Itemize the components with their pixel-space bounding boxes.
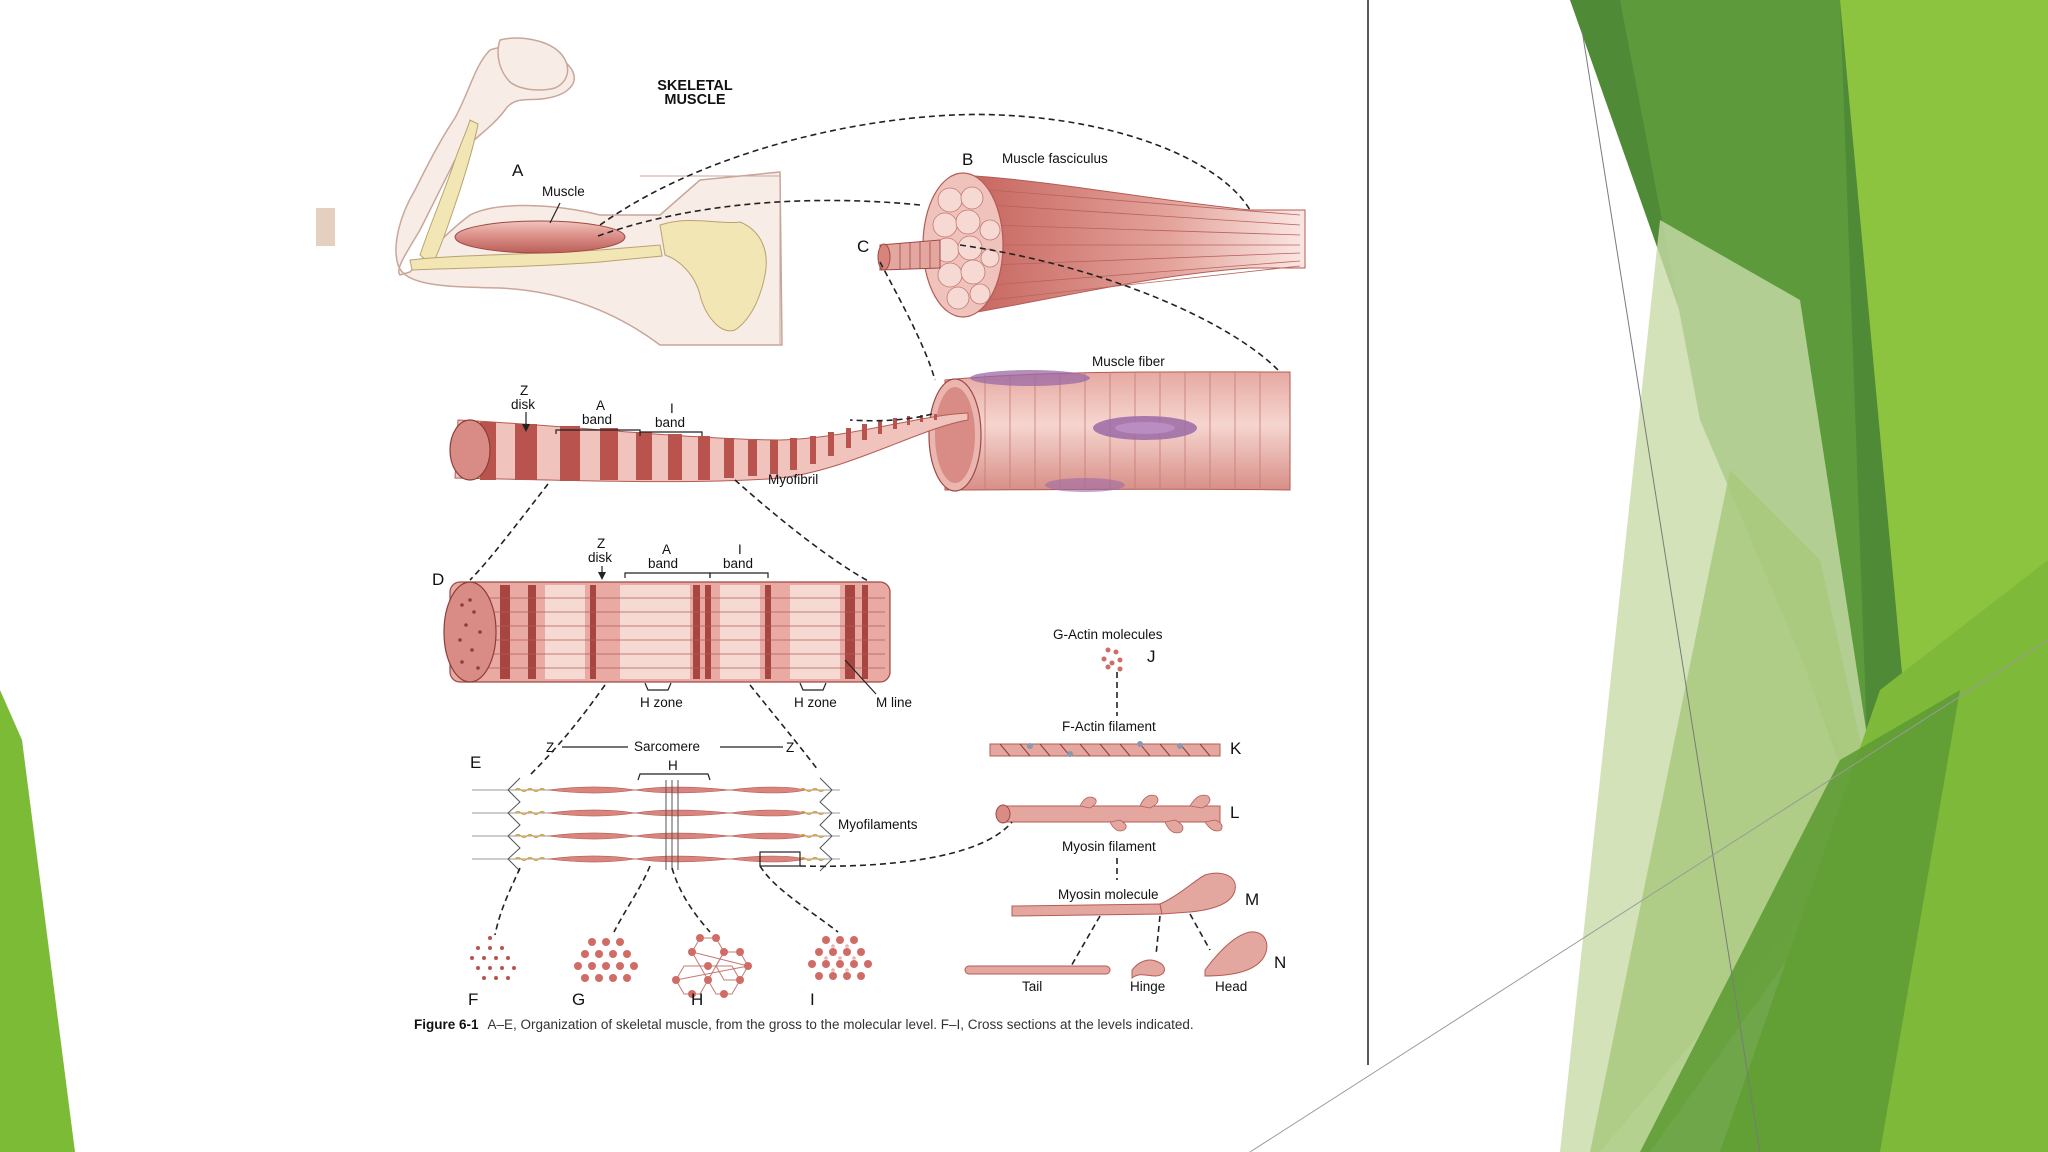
green-decoration-left bbox=[0, 690, 75, 1152]
letter-i: I bbox=[810, 990, 815, 1009]
letter-b: B bbox=[962, 150, 973, 169]
sarcomere-illustration bbox=[472, 777, 840, 872]
letter-d: D bbox=[432, 570, 444, 589]
letter-f: F bbox=[468, 990, 478, 1009]
segment-disk-label: disk bbox=[588, 550, 612, 565]
myosin-filament bbox=[995, 794, 1223, 834]
label-muscle: Muscle bbox=[542, 184, 585, 199]
figure-caption: Figure 6-1 A–E, Organization of skeletal… bbox=[414, 1017, 1194, 1032]
letter-m: M bbox=[1245, 890, 1259, 909]
cross-section-h bbox=[672, 934, 752, 998]
label-h-zone-1: H zone bbox=[640, 695, 683, 710]
letter-n: N bbox=[1274, 953, 1286, 972]
myofibril-z-label: Z bbox=[520, 383, 528, 398]
segment-a-label: A bbox=[662, 542, 671, 557]
letter-g: G bbox=[572, 990, 585, 1009]
cross-sections bbox=[470, 934, 872, 998]
muscle-fiber-illustration bbox=[928, 370, 1291, 492]
label-myofibril: Myofibril bbox=[768, 472, 818, 487]
label-myofilaments: Myofilaments bbox=[838, 817, 918, 832]
g-actin-molecules bbox=[1101, 647, 1123, 672]
label-g-actin: G-Actin molecules bbox=[1053, 627, 1163, 642]
cross-section-i bbox=[808, 936, 872, 980]
letter-e: E bbox=[470, 753, 481, 772]
myofibril-i-label: I bbox=[670, 401, 674, 416]
letter-h: H bbox=[691, 990, 703, 1009]
green-decoration-right bbox=[1249, 0, 2048, 1152]
myosin-molecule bbox=[1011, 872, 1236, 917]
figure-title-line1: SKELETAL bbox=[657, 78, 733, 94]
label-tail: Tail bbox=[1022, 979, 1042, 994]
label-h: H bbox=[668, 758, 678, 773]
label-muscle-fasciculus: Muscle fasciculus bbox=[1002, 151, 1108, 166]
letter-k: K bbox=[1230, 739, 1242, 758]
myofibril-segment-d bbox=[443, 581, 891, 683]
myofibril-a-label: A bbox=[596, 398, 605, 413]
myosin-tail bbox=[964, 965, 1111, 975]
segment-i-label: I bbox=[738, 542, 742, 557]
f-actin-filament bbox=[989, 741, 1221, 757]
label-muscle-fiber: Muscle fiber bbox=[1092, 354, 1165, 369]
letter-a: A bbox=[512, 161, 524, 180]
myofibril-i-band-label: band bbox=[655, 415, 685, 430]
figure-caption-text: A–E, Organization of skeletal muscle, fr… bbox=[488, 1017, 1194, 1032]
segment-z-label: Z bbox=[597, 536, 605, 551]
marker-block bbox=[316, 208, 335, 246]
letter-c: C bbox=[857, 237, 869, 256]
label-hinge: Hinge bbox=[1130, 979, 1165, 994]
letter-j: J bbox=[1147, 647, 1156, 666]
dashed-connectors bbox=[469, 113, 1281, 936]
label-sarcomere: Sarcomere bbox=[634, 739, 700, 754]
label-f-actin: F-Actin filament bbox=[1062, 719, 1156, 734]
myosin-head bbox=[1204, 931, 1268, 977]
cross-section-f bbox=[470, 936, 516, 980]
sarcomere-z-left: Z bbox=[546, 740, 554, 755]
segment-a-band-label: band bbox=[648, 556, 678, 571]
figure-caption-label: Figure 6-1 bbox=[414, 1017, 479, 1032]
segment-i-band-label: band bbox=[723, 556, 753, 571]
sarcomere-z-right: Z bbox=[786, 740, 794, 755]
label-h-zone-2: H zone bbox=[794, 695, 837, 710]
myosin-hinge bbox=[1131, 959, 1165, 979]
arm-illustration bbox=[395, 37, 783, 346]
label-m-line: M line bbox=[876, 695, 912, 710]
cross-section-g bbox=[574, 938, 638, 982]
myofibril-a-band-label: band bbox=[582, 412, 612, 427]
myofibril-illustration bbox=[449, 412, 969, 483]
figure-title-line2: MUSCLE bbox=[664, 92, 726, 108]
fasciculus-illustration bbox=[877, 172, 1306, 318]
letter-l: L bbox=[1230, 803, 1239, 822]
label-head: Head bbox=[1215, 979, 1247, 994]
label-myosin-filament: Myosin filament bbox=[1062, 839, 1156, 854]
label-myosin-molecule: Myosin molecule bbox=[1058, 887, 1159, 902]
myofibril-disk-label: disk bbox=[511, 397, 535, 412]
